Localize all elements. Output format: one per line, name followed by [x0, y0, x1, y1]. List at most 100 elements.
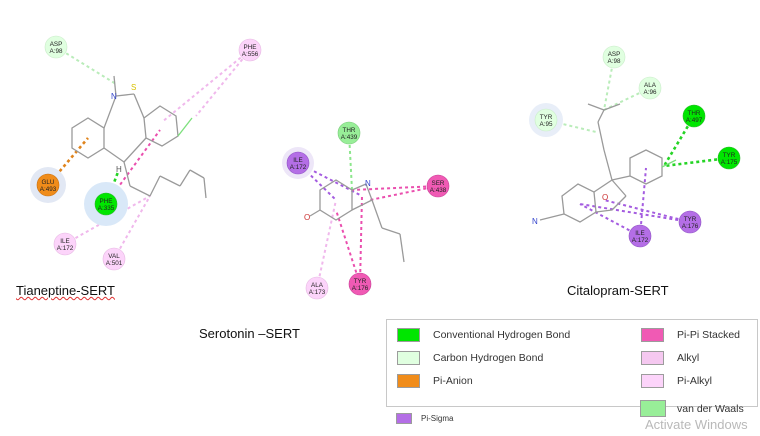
residue-chain-id: A:556 — [242, 51, 259, 58]
citalopram-tyr175-conventional-hbond-interaction-line — [663, 156, 730, 168]
serotonin-panel-title: Serotonin –SERT — [199, 326, 300, 341]
residue-node — [238, 38, 262, 62]
activate-windows-watermark: Activate Windows — [645, 417, 748, 432]
tianeptine-phe556-pi-alkyl-interaction-line — [195, 49, 251, 117]
citalopram-atom-labels: N O — [532, 193, 608, 226]
residue-name: ALA — [644, 82, 657, 89]
serotonin-ala173-pi-alkyl-interaction-line — [316, 199, 337, 289]
legend-label: van der Waals — [677, 402, 744, 415]
sulfur-atom-label: S — [131, 83, 136, 92]
nitrogen-atom-label: N — [532, 217, 538, 226]
residue-name: VAL — [108, 253, 120, 260]
residue-chain-id: A:493 — [40, 186, 57, 193]
carbon-hbond-swatch — [397, 351, 420, 365]
legend-label: Alkyl — [677, 352, 700, 364]
residue-node — [678, 210, 702, 234]
residue-name: PHE — [244, 44, 257, 51]
citalopram-ile172-pi-sigma-interaction-line — [639, 167, 647, 237]
residue-name: SER — [432, 180, 445, 187]
vdw-swatch — [640, 400, 666, 417]
nitrogen-atom-label: N — [111, 92, 117, 101]
residue-node — [638, 76, 662, 100]
serotonin-ser438-pi-pi-stacked-interaction-line — [351, 185, 439, 191]
pi-sigma-swatch — [396, 413, 412, 424]
residue-name: TYR — [684, 216, 697, 223]
interaction-legend: Conventional Hydrogen Bond Carbon Hydrog… — [386, 319, 758, 407]
tianeptine-val501-pi-alkyl-interaction-line — [113, 195, 151, 260]
residue-name: ALA — [311, 282, 324, 289]
alkyl-swatch — [641, 351, 664, 365]
legend-item-pi-sigma: Pi-Sigma — [396, 413, 453, 424]
legend-item-carbon-hbond: Carbon Hydrogen Bond — [397, 351, 543, 365]
oxygen-atom-label: O — [602, 193, 608, 202]
legend-item-pi-pi-stacked: Pi-Pi Stacked — [641, 328, 740, 342]
residue-chain-id: A:176 — [352, 285, 369, 292]
residue-name: ILE — [60, 238, 69, 245]
residue-nodes-layer: ASPA:98PHEA:556GLUA:493PHEA:335ILEA:172V… — [30, 35, 741, 300]
conventional-hbond-swatch — [397, 328, 420, 342]
serotonin-tyr176-pi-pi-stacked-interaction-line — [359, 195, 363, 285]
residue-name: ASP — [608, 51, 621, 58]
pi-pi-stacked-swatch — [641, 328, 664, 342]
citalopram-thr497-conventional-hbond-interaction-line — [662, 115, 696, 167]
legend-label: Pi-Pi Stacked — [677, 329, 741, 341]
legend-item-vdw: van der Waals — [640, 400, 744, 417]
residue-name: TYR — [540, 114, 553, 121]
serotonin-ligand — [309, 179, 405, 263]
nitrogen-atom-label: N — [365, 179, 371, 188]
residue-chain-id: A:172 — [57, 245, 74, 252]
citalopram-ile172-pi-sigma-interaction-line — [579, 203, 641, 237]
residue-chain-id: A:98 — [608, 58, 621, 65]
citalopram-panel-title: Citalopram-SERT — [567, 283, 669, 298]
residue-chain-id: A:335 — [98, 205, 115, 212]
residue-node — [36, 173, 60, 197]
residue-name: TYR — [723, 152, 736, 159]
tianeptine-title-text: Tianeptine-SERT — [16, 283, 115, 298]
residue-chain-id: A:501 — [106, 260, 123, 267]
serotonin-tyr176-pi-pi-stacked-interaction-line — [335, 209, 361, 285]
residue-chain-id: A:172 — [290, 164, 307, 171]
legend-label: Pi-Alkyl — [677, 375, 713, 387]
residue-chain-id: A:173 — [309, 289, 326, 296]
oxygen-atom-label: O — [304, 213, 310, 222]
tianeptine-phe556-pi-alkyl-interaction-line — [161, 49, 251, 123]
residue-name: THR — [688, 110, 701, 117]
residue-name: TYR — [354, 278, 367, 285]
residue-node — [286, 151, 310, 175]
pi-alkyl-swatch — [641, 374, 664, 388]
citalopram-ligand — [539, 103, 677, 223]
residue-node — [53, 232, 77, 256]
residue-node — [102, 247, 126, 271]
legend-label: Pi-Sigma — [421, 414, 454, 423]
residue-name: GLU — [42, 179, 55, 186]
residue-node — [602, 45, 626, 69]
residue-chain-id: A:439 — [341, 134, 358, 141]
residue-node — [717, 146, 741, 170]
residue-chain-id: A:96 — [644, 89, 657, 96]
legend-label: Carbon Hydrogen Bond — [433, 352, 544, 364]
residue-node — [426, 174, 450, 198]
tianeptine-ligand — [71, 75, 207, 199]
serotonin-atom-labels: N O — [304, 179, 371, 222]
pi-anion-swatch — [397, 374, 420, 388]
residue-chain-id: A:438 — [430, 187, 447, 194]
residue-chain-id: A:95 — [540, 121, 553, 128]
residue-node — [348, 272, 372, 296]
